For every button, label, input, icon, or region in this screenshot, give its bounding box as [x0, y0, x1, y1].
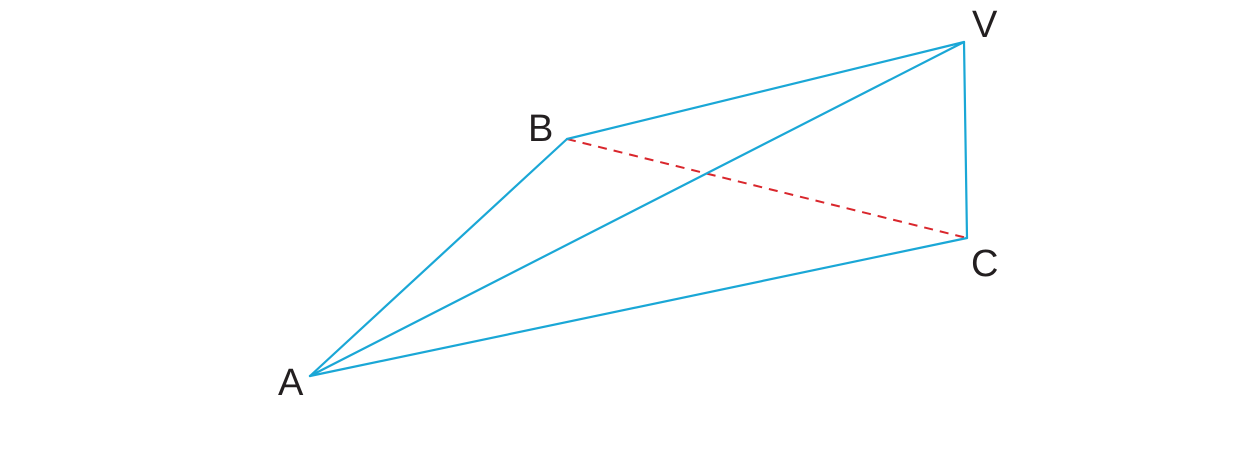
- edge-av: [308, 40, 966, 378]
- edge-ac: [308, 236, 969, 378]
- edge-bv: [565, 40, 966, 141]
- vertex-label-a: A: [278, 362, 304, 404]
- vertex-label-v: V: [972, 4, 998, 46]
- edge-vc: [962, 40, 969, 240]
- vertex-label-b: B: [528, 108, 553, 150]
- vertex-label-c: C: [971, 243, 998, 285]
- edge-ab: [308, 137, 569, 378]
- edge-bc-hidden: [566, 138, 968, 239]
